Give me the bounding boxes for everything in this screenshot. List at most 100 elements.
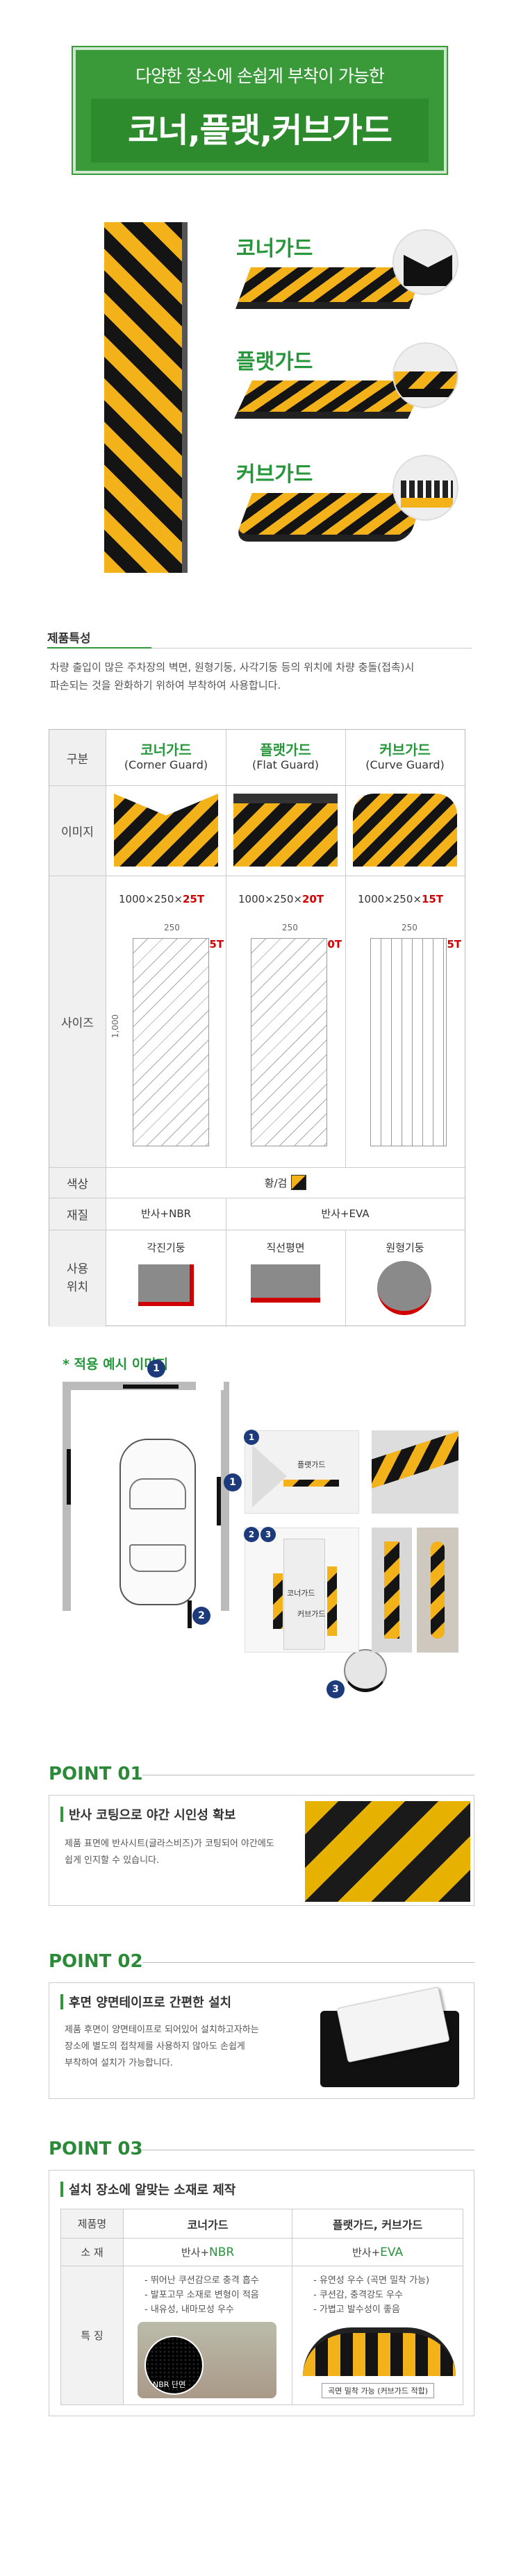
point2-label: POINT 02 (49, 1951, 143, 1972)
photo2-label-corner: 코너가드 (287, 1589, 315, 1598)
feature1-line1: - 뛰어난 쿠션감으로 충격 흡수 (144, 2275, 259, 2286)
nbr-photo: NBR 단면 (138, 2322, 276, 2398)
point2-desc-line3: 부착하여 설치가 가능합니다. (65, 2058, 173, 2068)
feature1-line2: - 발포고무 소재로 변형이 적음 (144, 2290, 259, 2300)
location-flat: 직선평면 (266, 1241, 305, 1254)
location-curve: 원형기둥 (386, 1241, 424, 1254)
size-drawing-curve (370, 938, 447, 1146)
size-curve-thick: 15T (421, 893, 444, 905)
hero-item-corner: 코너가드 (229, 226, 465, 323)
col-en-curve: (Curve Guard) (365, 758, 445, 771)
point3-label: POINT 03 (49, 2139, 143, 2159)
curve-caption: 곡면 밀착 가능 (커브가드 적합) (322, 2383, 435, 2398)
point1-heading: 반사 코팅으로 야간 시인성 확보 (69, 1808, 236, 1823)
location-corner: 각진기둥 (147, 1241, 185, 1254)
photo1-marker: 1 (244, 1430, 259, 1445)
hero-stripe-pole-edge (182, 222, 188, 573)
color-value-text: 황/검 (264, 1176, 288, 1189)
features-desc: 차량 출입이 많은 주차장의 벽면, 원형기둥, 사각기둥 등의 위치에 차량 … (50, 658, 481, 694)
hero-item-flat: 플랫가드 (229, 339, 465, 436)
point2-desc-line2: 장소에 별도의 접착제를 사용하지 않아도 손쉽게 (65, 2041, 245, 2052)
material-table: 제품명 코너가드 플랫가드, 커브가드 소 재 반사+NBR 반사+EVA 특 … (60, 2209, 463, 2405)
hero-stripe-pole (104, 222, 182, 573)
col-en-corner: (Corner Guard) (124, 758, 208, 771)
location-corner-icon (138, 1264, 194, 1306)
row-material-label: 소 재 (60, 2238, 124, 2266)
size-corner-thick: 25T (182, 893, 205, 905)
col-header-flat: 플랫가드 (Flat Guard) (226, 742, 345, 773)
flat-guard-zoom (392, 342, 458, 408)
marker-2: 2 (192, 1607, 210, 1625)
location-flat-icon (251, 1264, 320, 1303)
curve-photo (303, 2327, 456, 2376)
example-photo-2b (372, 1528, 412, 1653)
curve-guard-photo (353, 794, 457, 867)
size-flat-dims: 1000×250× (238, 893, 302, 905)
row-label-color: 색상 (49, 1167, 106, 1198)
size-curve: 1000×250×15T (358, 893, 443, 905)
mat1-main: NBR (209, 2245, 235, 2259)
col-name-corner: 코너가드 (140, 742, 192, 758)
photo2-marker-2: 2 (244, 1527, 259, 1542)
material-corner: 반사+NBR (140, 1207, 192, 1220)
mat1-prefix: 반사+ (181, 2246, 210, 2259)
row-label-size: 사이즈 (49, 876, 106, 1167)
hero-label-curve: 커브가드 (236, 462, 313, 487)
dim-width-label-curve: 250 (402, 923, 417, 932)
hero-item-curve: 커브가드 (229, 451, 465, 562)
dim-width-label-flat: 250 (282, 923, 298, 932)
example-photo-2c (417, 1528, 458, 1653)
features-title-underline (47, 647, 151, 649)
point2-tape-photo (313, 1987, 470, 2094)
marker-3: 3 (326, 1680, 345, 1698)
col-en-flat: (Flat Guard) (251, 758, 320, 771)
th-flat-curve: 플랫가드, 커브가드 (292, 2209, 463, 2239)
flat-guard-photo (233, 794, 338, 867)
corner-guard-photo (114, 794, 218, 867)
photo2-marker-3: 3 (260, 1527, 276, 1542)
size-flat: 1000×250×20T (238, 893, 324, 905)
material-cell-flat-curve: 반사+EVA (292, 2238, 463, 2266)
color-swatch-icon (291, 1175, 307, 1190)
features-desc-line1: 차량 출입이 많은 주차장의 벽면, 원형기둥, 사각기둥 등의 위치에 차량 … (50, 661, 415, 674)
point3-box: 설치 장소에 알맞는 소재로 제작 제품명 코너가드 플랫가드, 커브가드 소 … (49, 2170, 474, 2416)
photo2-label-curve: 커브가드 (297, 1609, 326, 1619)
features-title: 제품특성 (47, 632, 91, 646)
row-label-image: 이미지 (49, 785, 106, 876)
col-header-curve: 커브가드 (Curve Guard) (345, 742, 465, 773)
mat2-main: EVA (380, 2245, 404, 2259)
header-banner: 다양한 장소에 손쉽게 부착이 가능한 코너,플랫,커브가드 (73, 47, 447, 174)
wall-guard-right (217, 1477, 221, 1525)
example-corner-line (188, 1600, 192, 1628)
car-illustration (119, 1439, 196, 1605)
point1-reflective-photo (305, 1801, 470, 1902)
point1-accent-bar (60, 1807, 63, 1822)
location-curve-icon (377, 1261, 431, 1315)
mat2-prefix: 반사+ (352, 2246, 381, 2259)
point2-box: 후면 양면테이프로 간편한 설치 제품 후면이 양면테이프로 되어있어 설치하고… (49, 1982, 474, 2099)
point1-desc: 제품 표면에 반사시트(글라스비즈)가 코팅되어 야간에도 쉽게 인지할 수 있… (65, 1836, 274, 1869)
feature2-line3: - 가볍고 발수성이 좋음 (313, 2305, 400, 2315)
corner-guard-zoom (392, 229, 458, 295)
spec-table: 구분 이미지 사이즈 색상 재질 사용 위치 코너가드 (Corner Guar… (49, 729, 465, 1327)
feature2-line1: - 유연성 우수 (곡면 밀착 가능) (313, 2275, 430, 2286)
photo1-label: 플랫가드 (297, 1460, 326, 1469)
nbr-caption: NBR 단면 (153, 2380, 186, 2389)
features-divider (151, 648, 472, 649)
col-name-flat: 플랫가드 (260, 742, 311, 758)
point1-box: 반사 코팅으로 야간 시인성 확보 제품 표면에 반사시트(글라스비즈)가 코팅… (49, 1795, 474, 1906)
point1-desc-line1: 제품 표면에 반사시트(글라스비즈)가 코팅되어 야간에도 (65, 1839, 274, 1849)
point1-label: POINT 01 (49, 1764, 143, 1784)
point3-heading: 설치 장소에 알맞는 소재로 제작 (69, 2183, 236, 2198)
point3-accent-bar (60, 2182, 63, 2197)
feature-cell-flat-curve: - 유연성 우수 (곡면 밀착 가능) - 쿠션감, 충격강도 우수 - 가볍고… (292, 2266, 463, 2405)
th-product: 제품명 (60, 2209, 124, 2239)
point2-divider (142, 1962, 474, 1963)
feature-cell-corner: - 뛰어난 쿠션감으로 충격 흡수 - 발포고무 소재로 변형이 적음 - 내유… (122, 2266, 293, 2405)
size-drawing-corner (133, 938, 209, 1146)
col-name-curve: 커브가드 (379, 742, 431, 758)
point1-desc-line2: 쉽게 인지할 수 있습니다. (65, 1855, 160, 1866)
size-corner: 1000×250×25T (119, 893, 204, 905)
color-value: 황/검 (106, 1167, 465, 1198)
point2-desc-line1: 제품 후면이 양면테이프로 되어있어 설치하고자하는 (65, 2025, 259, 2035)
